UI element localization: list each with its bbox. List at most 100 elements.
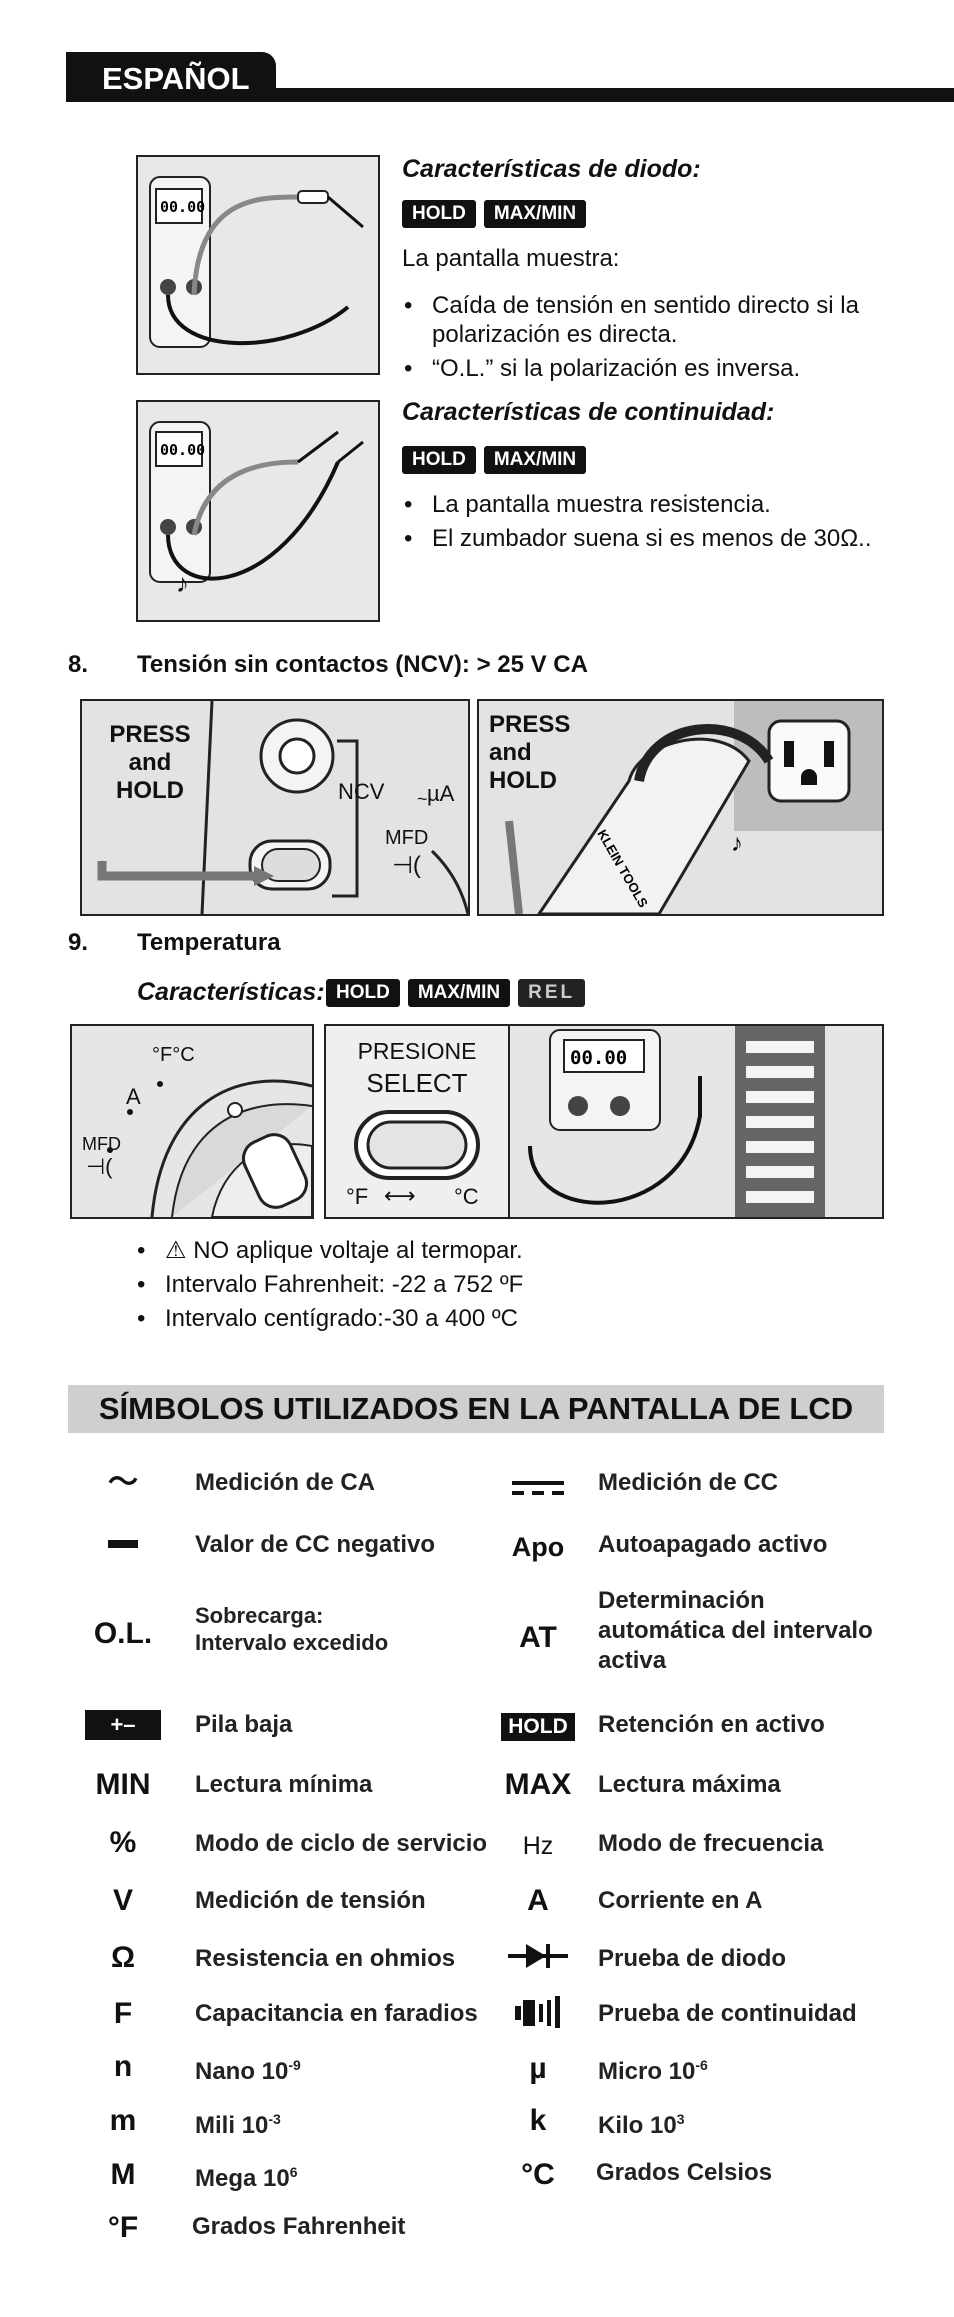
- symbol-desc: Resistencia en ohmios: [195, 1945, 456, 1972]
- symbol-text: %: [109, 1826, 137, 1859]
- continuity-bullet-list: La pantalla muestra resistencia. El zumb…: [402, 490, 922, 558]
- thermocouple-lcd-text: 00.00: [570, 1047, 627, 1069]
- diode-title: Características de diodo:: [402, 155, 701, 183]
- continuity-buzzer-icon: [483, 1996, 593, 2036]
- symbol-text: O.L.: [93, 1617, 153, 1650]
- symbol-desc: Medición de tensión: [195, 1887, 426, 1914]
- symbol-text: MIN: [95, 1768, 151, 1801]
- hold-label: HOLD: [489, 767, 557, 794]
- maxmin-badge: MAX/MIN: [483, 200, 587, 228]
- warning-icon: ⚠: [165, 1237, 194, 1264]
- symbol-text: µ: [529, 2052, 547, 2085]
- section-8-title: Tensión sin contactos (NCV): > 25 V CA: [137, 651, 588, 678]
- diode-bullet: “O.L.” si la polarización es inversa.: [402, 354, 892, 383]
- symbol-text: °C: [521, 2158, 555, 2191]
- presione-label: PRESIONE: [357, 1038, 477, 1064]
- symbol-text: Apo: [511, 1532, 565, 1562]
- capacitor-icon: ⊣(: [392, 852, 421, 879]
- symbol-desc: Nano 10-9: [195, 2057, 301, 2085]
- mfd-label: MFD: [82, 1134, 121, 1154]
- symbol-desc: Corriente en A: [598, 1887, 763, 1914]
- language-tab: ESPAÑOL: [66, 52, 276, 102]
- symbol-text: MAX: [504, 1768, 572, 1801]
- svg-text:♪: ♪: [176, 568, 189, 598]
- symbol-desc: Kilo 103: [598, 2111, 685, 2139]
- header-rule: [66, 88, 954, 102]
- ncv-label: NCV: [338, 779, 385, 804]
- mfd-label: MFD: [385, 827, 429, 849]
- symbol-text: Ω: [110, 1941, 136, 1974]
- hold-badge: HOLD: [402, 200, 476, 228]
- temperature-bullet: ⚠ NO aplique voltaje al termopar.: [135, 1236, 855, 1265]
- symbol-desc: Mega 106: [195, 2164, 298, 2192]
- hold-badge: HOLD: [326, 979, 400, 1007]
- symbol-text: m: [109, 2104, 137, 2137]
- section-9-number: 9.: [68, 929, 89, 956]
- press-label: PRESS: [489, 711, 571, 738]
- diode-intro: La pantalla muestra:: [402, 245, 620, 272]
- symbol-desc: Modo de frecuencia: [598, 1830, 824, 1857]
- temperature-features-label: Características:: [137, 978, 325, 1006]
- maxmin-badge: MAX/MIN: [407, 979, 511, 1007]
- continuity-bullet: El zumbador suena si es menos de 30Ω..: [402, 524, 922, 553]
- dc-icon: [483, 1470, 593, 1504]
- scale-c-label: °C: [454, 1184, 479, 1209]
- diode-bullet: Caída de tensión en sentido directo si l…: [402, 291, 892, 349]
- symbol-text: V: [112, 1884, 133, 1917]
- symbol-desc: Valor de CC negativo: [195, 1531, 436, 1558]
- diode-lcd-text: 00.00: [160, 198, 205, 216]
- symbol-desc: Prueba de diodo: [598, 1945, 787, 1972]
- symbol-desc: Mili 10-3: [195, 2111, 281, 2139]
- temperature-badges: HOLD MAX/MIN REL: [326, 979, 586, 1007]
- hold-badge: HOLD: [402, 446, 476, 474]
- symbol-desc: Prueba de continuidad: [598, 2000, 857, 2027]
- continuity-test-illustration: 00.00 ♪: [136, 400, 380, 622]
- select-label: SELECT: [366, 1068, 468, 1098]
- fahrenheit-celsius-label: °F°C: [152, 1044, 195, 1066]
- symbol-desc: Determinación automática del intervalo a…: [598, 1587, 873, 1674]
- microamp-label: µA: [427, 781, 455, 806]
- diode-badges: HOLD MAX/MIN: [402, 200, 587, 228]
- hold-label: HOLD: [116, 777, 184, 804]
- double-arrow-icon: ⟷: [384, 1183, 416, 1208]
- symbol-desc: Grados Celsios: [596, 2159, 773, 2186]
- continuity-badges: HOLD MAX/MIN: [402, 446, 587, 474]
- section-8-number: 8.: [68, 651, 89, 678]
- svg-text:♪: ♪: [731, 830, 743, 857]
- symbol-text: n: [113, 2050, 133, 2083]
- scale-f-label: °F: [346, 1184, 369, 1209]
- symbol-desc: Lectura mínima: [195, 1771, 373, 1798]
- temperature-dial-figure: °F°C A MFD ⊣(: [70, 1024, 314, 1219]
- symbol-desc: Grados Fahrenheit: [192, 2213, 406, 2240]
- amp-label: A: [126, 1084, 141, 1109]
- symbol-desc: Medición de CA: [195, 1469, 376, 1496]
- hold-badge-icon: HOLD: [483, 1707, 593, 1741]
- symbol-desc: Medición de CC: [598, 1469, 779, 1496]
- temperature-bullet-list: ⚠ NO aplique voltaje al termopar. Interv…: [135, 1236, 855, 1338]
- svg-text:~: ~: [417, 789, 428, 809]
- minus-icon: [68, 1526, 178, 1560]
- symbol-desc: Capacitancia en faradios: [195, 2000, 478, 2027]
- battery-icon: +–: [68, 1707, 178, 1741]
- ncv-outlet-figure: KLEIN TOOLS ♪ PRESS and HOLD: [477, 699, 884, 916]
- thermocouple-figure: 00.00: [508, 1024, 884, 1219]
- ac-wave-icon: 〜: [108, 1466, 138, 1499]
- symbol-text: F: [113, 1997, 133, 2030]
- lcd-symbols-heading: SÍMBOLOS UTILIZADOS EN LA PANTALLA DE LC…: [68, 1385, 884, 1433]
- capacitor-icon: ⊣(: [86, 1154, 113, 1179]
- continuity-title: Características de continuidad:: [402, 398, 775, 426]
- symbol-desc: Autoapagado activo: [598, 1531, 828, 1558]
- symbol-text: AT: [519, 1621, 557, 1654]
- select-button-figure: PRESIONE SELECT °F ⟷ °C: [324, 1024, 510, 1219]
- section-9-title: Temperatura: [137, 929, 281, 956]
- symbol-text: Hz: [522, 1832, 554, 1860]
- symbol-desc: Lectura máxima: [598, 1771, 781, 1798]
- diode-bullet-list: Caída de tensión en sentido directo si l…: [402, 291, 892, 388]
- diode-icon: [483, 1942, 593, 1978]
- diode-test-illustration: 00.00: [136, 155, 380, 375]
- symbol-text: k: [529, 2104, 547, 2137]
- and-label: and: [489, 739, 532, 766]
- symbol-text: M: [110, 2158, 136, 2191]
- and-label: and: [128, 749, 172, 776]
- temperature-bullet: Intervalo centígrado:-30 a 400 ºC: [135, 1304, 855, 1333]
